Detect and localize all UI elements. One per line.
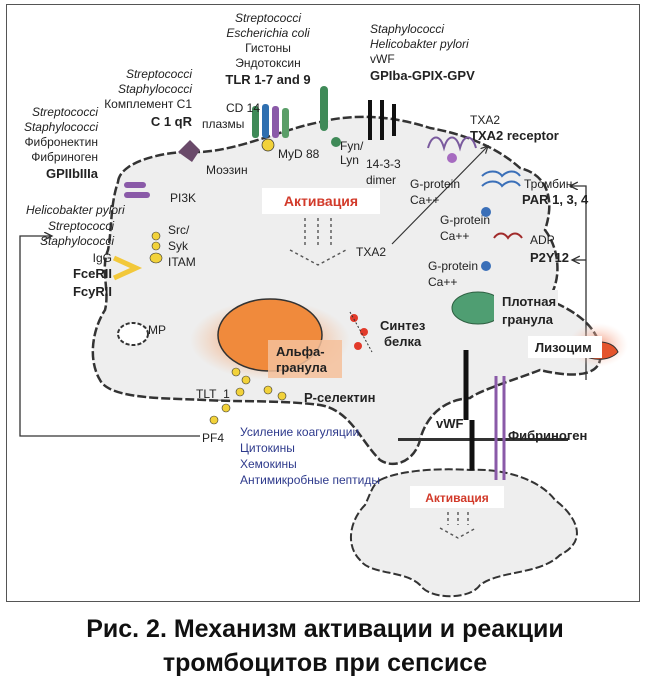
- tlr-pathogen-1: Streptococci: [235, 11, 301, 25]
- synthesis-label-2: белка: [384, 334, 422, 349]
- gp1b-ligand: vWF: [370, 52, 395, 66]
- src-label: Src/: [168, 223, 190, 237]
- effect-item: Антимикробные пептиды: [240, 473, 380, 487]
- feedback-arrow-trombin: [570, 186, 587, 380]
- fc-pathogen-1: Helicobakter pylori: [26, 203, 125, 217]
- tlr-receptors: [252, 104, 289, 152]
- txa2-receptor-label: TXA2 receptor: [470, 128, 559, 143]
- gp2b-receptor: [124, 182, 150, 198]
- tlr-ligand-1: Гистоны: [245, 41, 291, 55]
- effect-item: Хемокины: [240, 457, 297, 471]
- trombin-label: Тромбин: [524, 177, 572, 191]
- effect-item: Усиление коагуляции: [240, 425, 359, 439]
- bridge-line: [398, 438, 568, 441]
- activation-main-bg: [262, 188, 380, 214]
- lysozyme-label-bg: [528, 336, 602, 358]
- igg-label: IgG: [93, 251, 112, 265]
- plasmy-label: плазмы: [202, 117, 244, 131]
- c1q-ligand: Комплемент С1: [104, 97, 192, 111]
- platelet-activation-diagram: Streptococci Escherichia coli Гистоны Эн…: [19, 11, 628, 598]
- lysozyme-label: Лизоцим: [535, 340, 592, 355]
- alpha-granule-label-2: гранула: [276, 360, 328, 375]
- ca-label-1: Ca++: [410, 193, 439, 207]
- effect-item: Цитокины: [240, 441, 295, 455]
- txa2-receptor: [427, 136, 477, 163]
- tlt1-label: TLT_1: [196, 387, 230, 401]
- activation-small-bg: [410, 486, 504, 508]
- vwf-strand: [463, 350, 475, 470]
- gp2b-ligand-1: Фибронектин: [24, 135, 98, 149]
- tlr-ligand-2: Эндотоксин: [235, 56, 300, 70]
- gprotein-label-3: G-protein: [428, 259, 478, 273]
- c1q-receptor: [178, 140, 200, 162]
- c1q-receptor-name: C 1 qR: [151, 114, 193, 129]
- figure-caption: Рис. 2. Механизм активации и реакции тро…: [0, 612, 650, 680]
- activation-small-label: Активация: [425, 491, 489, 505]
- tlr-receptor-name: TLR 1-7 and 9: [225, 72, 310, 87]
- gp1b-pathogen-1: Staphylococci: [370, 22, 444, 36]
- tlr-pathogen-2: Escherichia coli: [226, 26, 310, 40]
- par-receptor: [481, 170, 521, 217]
- p-selectin-markers: [209, 367, 287, 425]
- moezin-label: Моэзин: [206, 163, 248, 177]
- gp1b-pathogen-2: Helicobakter pylori: [370, 37, 469, 51]
- gp2b-ligand-2: Фибриноген: [31, 150, 98, 164]
- fyn-lyn-receptor: [320, 86, 341, 147]
- cd14-label: CD 14: [226, 101, 260, 115]
- ca-label-2: Ca++: [440, 229, 469, 243]
- effects-list: Усиление коагуляции Цитокины Хемокины Ан…: [240, 425, 380, 487]
- fc-receptor: [112, 231, 163, 281]
- ca-label-3: Ca++: [428, 275, 457, 289]
- p-selectin-label: P-селектин: [304, 390, 376, 405]
- itam-label: ITAM: [168, 255, 196, 269]
- par-label: PAR 1, 3, 4: [522, 192, 589, 207]
- synthesis-label-1: Синтез: [380, 318, 426, 333]
- dense-granule-label-1: Плотная: [502, 294, 556, 309]
- fceri-label: FceRII: [73, 266, 112, 281]
- caption-line-2: тромбоцитов при сепсисе: [162, 649, 488, 677]
- activation-arrows: [289, 218, 477, 539]
- alpha-label-bg: [268, 340, 342, 378]
- fcyrii-label: FcyRII: [73, 284, 112, 299]
- p2y12-receptor: [481, 232, 523, 271]
- syk-label: Syk: [168, 239, 189, 253]
- mp-microparticle: [117, 322, 149, 346]
- alpha-granule-label-1: Альфа-: [276, 344, 325, 359]
- gp2b-receptor-name: GPIIbIIIa: [46, 166, 99, 181]
- gp2b-pathogen-1: Streptococci: [32, 105, 98, 119]
- gprotein-label-1: G-protein: [410, 177, 460, 191]
- feedback-arrow-left: [19, 236, 200, 437]
- gp2b-pathogen-2: Staphylococci: [24, 120, 98, 134]
- dense-granule-label-2: гранула: [502, 312, 554, 327]
- adp-label: ADP: [530, 233, 555, 247]
- gp1b-receptor: [368, 100, 396, 140]
- c1q-pathogen-2: Staphylococci: [118, 82, 192, 96]
- p2y12-label: P2Y12: [530, 250, 569, 265]
- txa2-arrow: [391, 146, 488, 245]
- pf4-label: PF4: [202, 431, 224, 445]
- mp-label: MP: [148, 323, 166, 337]
- lyn-label: Lyn: [340, 153, 359, 167]
- dimer-label-1: 14-3-3: [366, 157, 401, 171]
- pi3k-label: PI3K: [170, 191, 196, 205]
- gp1b-receptor-name: GPIba-GPIX-GPV: [370, 68, 475, 83]
- protein-synthesis-marks: [349, 311, 373, 353]
- activation-main-label: Активация: [284, 193, 358, 209]
- dimer-label-2: dimer: [366, 173, 396, 187]
- gprotein-label-2: G-protein: [440, 213, 490, 227]
- fc-pathogen-3: Staphylococci: [40, 234, 114, 248]
- fc-pathogen-2: Streptococci: [48, 219, 114, 233]
- fibrinogen-strand: [494, 376, 506, 480]
- vwf-label: vWF: [436, 416, 464, 431]
- myd88-label: MyD 88: [278, 147, 320, 161]
- fibrinogen-label: Фибриноген: [508, 428, 587, 443]
- dense-label-bg: [494, 290, 558, 332]
- txa2-mid-label: TXA2: [356, 245, 386, 259]
- activated-cell: [349, 468, 578, 598]
- caption-line-1: Рис. 2. Механизм активации и реакции: [86, 615, 564, 643]
- txa2-top-label: TXA2: [470, 113, 500, 127]
- c1q-pathogen-1: Streptococci: [126, 67, 192, 81]
- fyn-label: Fyn/: [340, 139, 364, 153]
